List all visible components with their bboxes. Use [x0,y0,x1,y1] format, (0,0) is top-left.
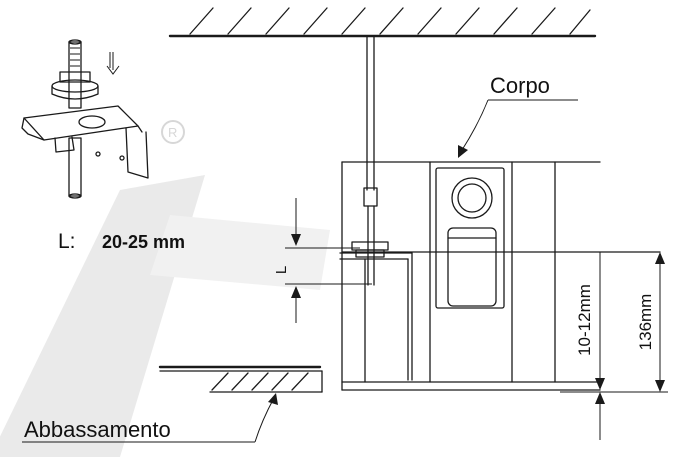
length-caption-letter: L: [58,230,76,253]
dimension-lines-right [560,252,668,440]
body-label: Corpo [490,73,550,98]
lowering-leader [22,393,278,443]
hanging-rod [363,35,378,286]
body-leader [458,99,578,158]
dimension-height-label: 136mm [636,294,655,351]
nut-bracket-detail [21,39,149,199]
lowering-label: Abbassamento [24,417,171,442]
down-arrow-icon [106,52,120,75]
unit-body [341,161,661,391]
svg-text:R: R [168,125,177,140]
watermark-icon [0,175,330,457]
hanger-bracket [339,241,413,383]
registered-mark-icon: R [161,120,185,144]
lowered-ceiling-slab [158,365,323,393]
dimension-L [285,198,372,323]
length-caption-value: 20-25 mm [102,232,185,252]
dimension-L-label: L [273,266,290,274]
dimension-gap-label: 10-12mm [575,284,594,356]
ceiling [168,7,597,38]
